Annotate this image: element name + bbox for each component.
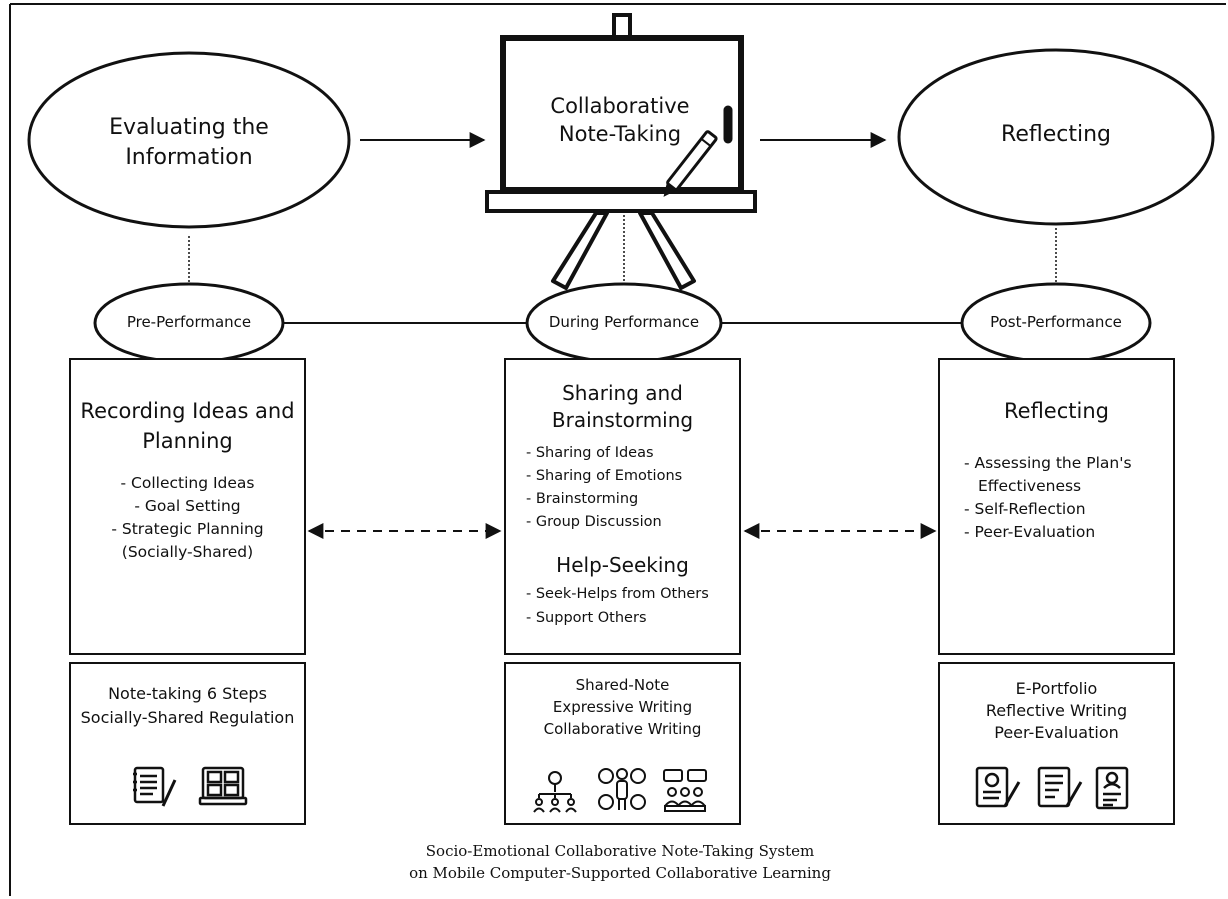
tool-line: Expressive Writing [552,698,693,716]
list-item: - Assessing the Plan's [964,454,1132,472]
right-panel: Reflecting - Assessing the Plan's Effect… [938,358,1175,655]
left-title-line1: Recording Ideas and [80,399,295,423]
emotions-people-icon [598,768,646,810]
left-title-line2: Planning [142,429,233,453]
easel-whiteboard-icon [485,13,757,290]
right-panel-title: Reflecting [1004,399,1109,423]
evaluating-label: Evaluating the Information [80,113,298,173]
collaborative-label-line2: Note-Taking [558,122,682,146]
during-performance-label: During Performance [548,313,700,331]
figure-caption: Socio-Emotional Collaborative Note-Takin… [360,840,880,884]
post-performance-label: Post-Performance [990,313,1122,331]
group-discussion-icon [663,769,707,812]
help-seeking-title: Help-Seeking [556,553,689,577]
list-item: Effectiveness [978,477,1082,495]
idea-network-icon [533,771,577,813]
list-item: - Group Discussion [526,514,662,530]
list-item: - Support Others [526,610,647,626]
tool-line: Shared-Note [575,676,670,694]
middle-panel-title: Sharing and Brainstorming [506,380,739,434]
left-panel: Recording Ideas and Planning - Collectin… [69,358,306,655]
left-tools-text: Note-taking 6 Steps Socially-Shared Regu… [71,682,304,730]
caption-line2: on Mobile Computer-Supported Collaborati… [409,864,831,882]
middle-panel-items: - Sharing of Ideas - Sharing of Emotions… [526,442,739,534]
tool-line: Peer-Evaluation [994,723,1119,742]
collaborative-label-line1: Collaborative [550,94,690,118]
middle-tools-text: Shared-Note Expressive Writing Collabora… [506,674,739,740]
list-item: - Collecting Ideas [120,474,255,492]
left-tools-box: Note-taking 6 Steps Socially-Shared Regu… [69,662,306,825]
list-item: - Goal Setting [134,497,241,515]
middle-tools-box: Shared-Note Expressive Writing Collabora… [504,662,741,825]
middle-panel: Sharing and Brainstorming - Sharing of I… [504,358,741,655]
list-item: - Brainstorming [526,491,639,507]
list-item: - Sharing of Emotions [526,468,683,484]
checklist-writing-icon [1037,766,1083,808]
collaborative-notetaking-label: Collaborative Note-Taking [520,92,720,148]
right-tools-box: E-Portfolio Reflective Writing Peer-Eval… [938,662,1175,825]
pre-performance-label: Pre-Performance [126,313,252,331]
tool-line: Collaborative Writing [543,720,702,738]
list-item: - Strategic Planning [111,520,264,538]
right-tools-text: E-Portfolio Reflective Writing Peer-Eval… [940,678,1173,744]
left-panel-title: Recording Ideas and Planning [71,396,304,456]
right-panel-items: - Assessing the Plan's Effectiveness - S… [964,452,1173,544]
list-item: - Seek-Helps from Others [526,586,709,602]
reflecting-top-label: Reflecting [1001,122,1111,147]
middle-title-line2: Brainstorming [551,408,694,432]
middle-panel-items2: - Seek-Helps from Others - Support Other… [526,582,739,630]
profile-evaluation-icon [1095,766,1129,810]
tool-line: Note-taking 6 Steps [108,684,267,703]
left-panel-items: - Collecting Ideas - Goal Setting - Stra… [71,472,304,564]
evaluating-label-line2: Information [125,145,253,170]
tool-line: Socially-Shared Regulation [80,708,295,727]
middle-title-line1: Sharing and [562,381,683,405]
list-item: - Self-Reflection [964,500,1086,518]
list-item: - Sharing of Ideas [526,445,654,461]
evaluating-label-line1: Evaluating the [109,115,269,140]
reflecting-ellipse [897,48,1215,226]
portfolio-icon [975,766,1021,808]
tool-line: Reflective Writing [985,701,1128,720]
caption-line1: Socio-Emotional Collaborative Note-Takin… [425,842,815,860]
tool-line: E-Portfolio [1015,679,1098,698]
list-item: - Peer-Evaluation [964,523,1096,541]
evaluating-ellipse [27,51,351,229]
list-item: (Socially-Shared) [121,543,254,561]
